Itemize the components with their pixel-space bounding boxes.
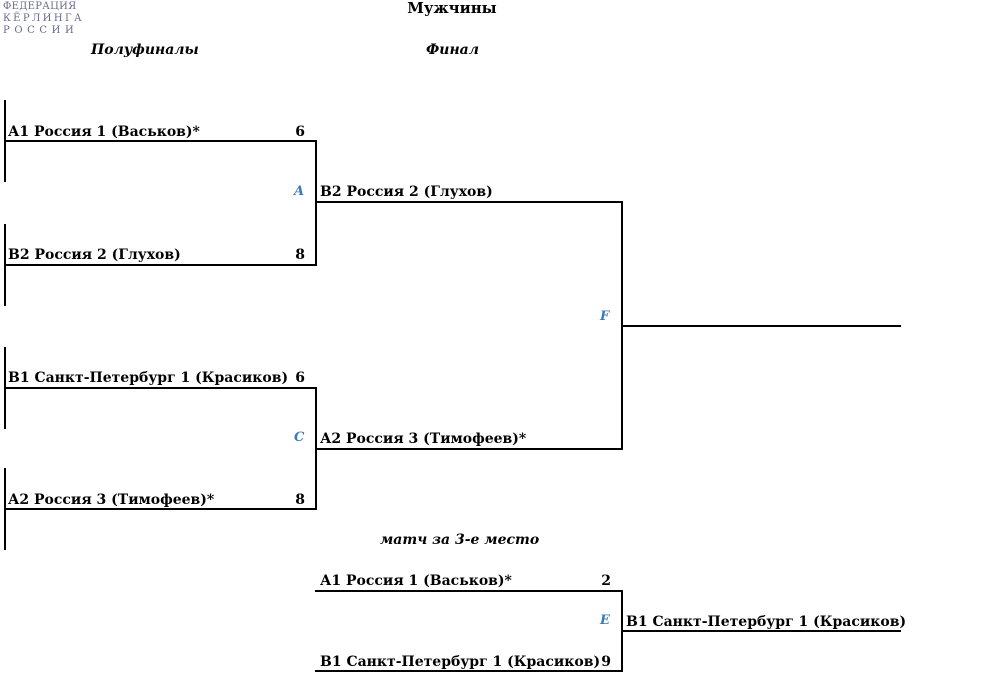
third-place-score-2: 9 — [601, 654, 611, 670]
bracket-line — [315, 140, 317, 266]
bracket-line — [315, 201, 623, 203]
final-team-1: В2 Россия 2 (Глухов) — [320, 184, 493, 200]
federation-logo: ФЕДЕРАЦИЯ КЁРЛИНГА РОССИИ — [3, 1, 84, 37]
bracket-line — [315, 590, 623, 592]
bracket-line — [315, 670, 623, 672]
third-place-winner: В1 Санкт-Петербург 1 (Красиков) — [626, 614, 907, 630]
final-team-2: А2 Россия 3 (Тимофеев)* — [320, 431, 527, 447]
semifinal-c-score-2: 8 — [295, 492, 305, 508]
third-place-team-2: В1 Санкт-Петербург 1 (Красиков) — [320, 654, 601, 670]
semifinal-a-team-2: В2 Россия 2 (Глухов) — [8, 247, 181, 263]
page-title: Мужчины — [407, 0, 497, 17]
bracket-line — [4, 508, 317, 510]
final-heading: Финал — [426, 42, 479, 58]
match-code-c: C — [294, 430, 305, 445]
match-code-e: E — [600, 613, 610, 628]
third-place-score-1: 2 — [601, 573, 611, 589]
bracket-line — [4, 264, 317, 266]
logo-line-1: ФЕДЕРАЦИЯ — [3, 1, 77, 12]
semifinal-a-score-2: 8 — [295, 247, 305, 263]
third-place-heading: матч за 3-е место — [380, 532, 540, 548]
semifinals-heading: Полуфиналы — [91, 42, 199, 58]
semifinal-c-score-1: 6 — [295, 370, 305, 386]
match-code-a: A — [294, 184, 305, 199]
semifinal-a-score-1: 6 — [295, 124, 305, 140]
semifinal-c-team-2: А2 Россия 3 (Тимофеев)* — [8, 492, 215, 508]
bracket-line — [4, 387, 317, 389]
semifinal-c-team-1: В1 Санкт-Петербург 1 (Красиков) — [8, 370, 289, 386]
bracket-line — [621, 630, 901, 632]
bracket-line — [4, 140, 317, 142]
logo-line-2: КЁРЛИНГА — [3, 13, 84, 24]
bracket-line — [315, 448, 623, 450]
semifinal-a-team-1: А1 Россия 1 (Васьков)* — [8, 124, 200, 140]
match-code-f: F — [600, 309, 610, 324]
logo-line-3: РОССИИ — [3, 25, 79, 36]
third-place-team-1: А1 Россия 1 (Васьков)* — [320, 573, 512, 589]
bracket-line — [621, 325, 901, 327]
